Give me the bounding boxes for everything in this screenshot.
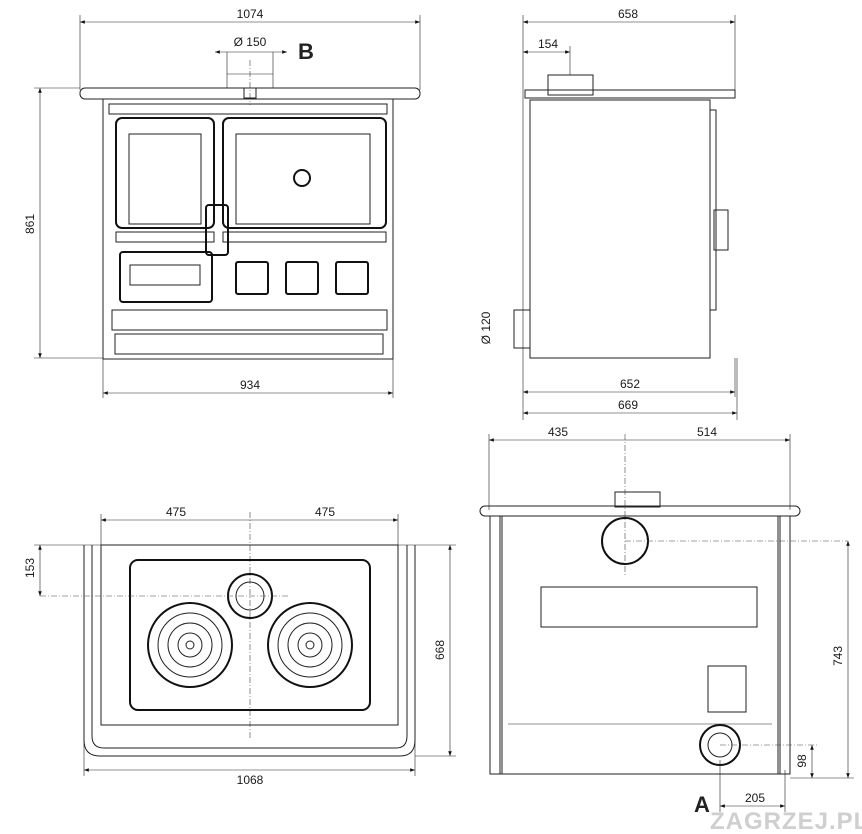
side-view: 658 154 Ø 120 652 669 — [479, 7, 738, 420]
hotplate-right — [267, 602, 353, 688]
dim-top-depth: 668 — [433, 640, 447, 660]
flue-label-b: B — [298, 39, 314, 64]
dim-top-left-half: 475 — [166, 505, 186, 519]
hotplate-left — [147, 602, 233, 688]
dim-rear-flue-diameter: Ø 120 — [479, 311, 493, 344]
dim-top-right-half: 475 — [315, 505, 335, 519]
rear-view: 435 514 743 98 205 A — [479, 425, 854, 817]
front-view: 1074 Ø 150 B 861 934 — [23, 7, 421, 398]
dim-rear-left-offset: 435 — [548, 425, 568, 439]
dim-rear-right-offset: 514 — [697, 425, 717, 439]
watermark: ZAGRZEJ.PL — [710, 808, 862, 834]
dim-flue-from-back: 153 — [23, 558, 37, 578]
top-view: 475 475 153 668 1068 — [23, 505, 456, 787]
dim-flue-a-offset: 205 — [745, 791, 765, 805]
dim-front-width-body: 934 — [240, 378, 260, 392]
dim-flue-a-height: 98 — [795, 754, 809, 768]
dim-flue-offset: 154 — [538, 37, 558, 51]
dim-top-width: 1068 — [237, 773, 264, 787]
dim-flue-diameter: Ø 150 — [234, 35, 267, 49]
dim-side-depth-top: 658 — [618, 7, 638, 21]
dim-side-depth-body: 652 — [620, 377, 640, 391]
dim-front-height: 861 — [23, 214, 37, 234]
dim-flue-b-height: 743 — [831, 646, 845, 666]
dim-front-width-top: 1074 — [237, 7, 264, 21]
dim-side-depth-total: 669 — [618, 398, 638, 412]
flue-label-a: A — [694, 792, 710, 817]
